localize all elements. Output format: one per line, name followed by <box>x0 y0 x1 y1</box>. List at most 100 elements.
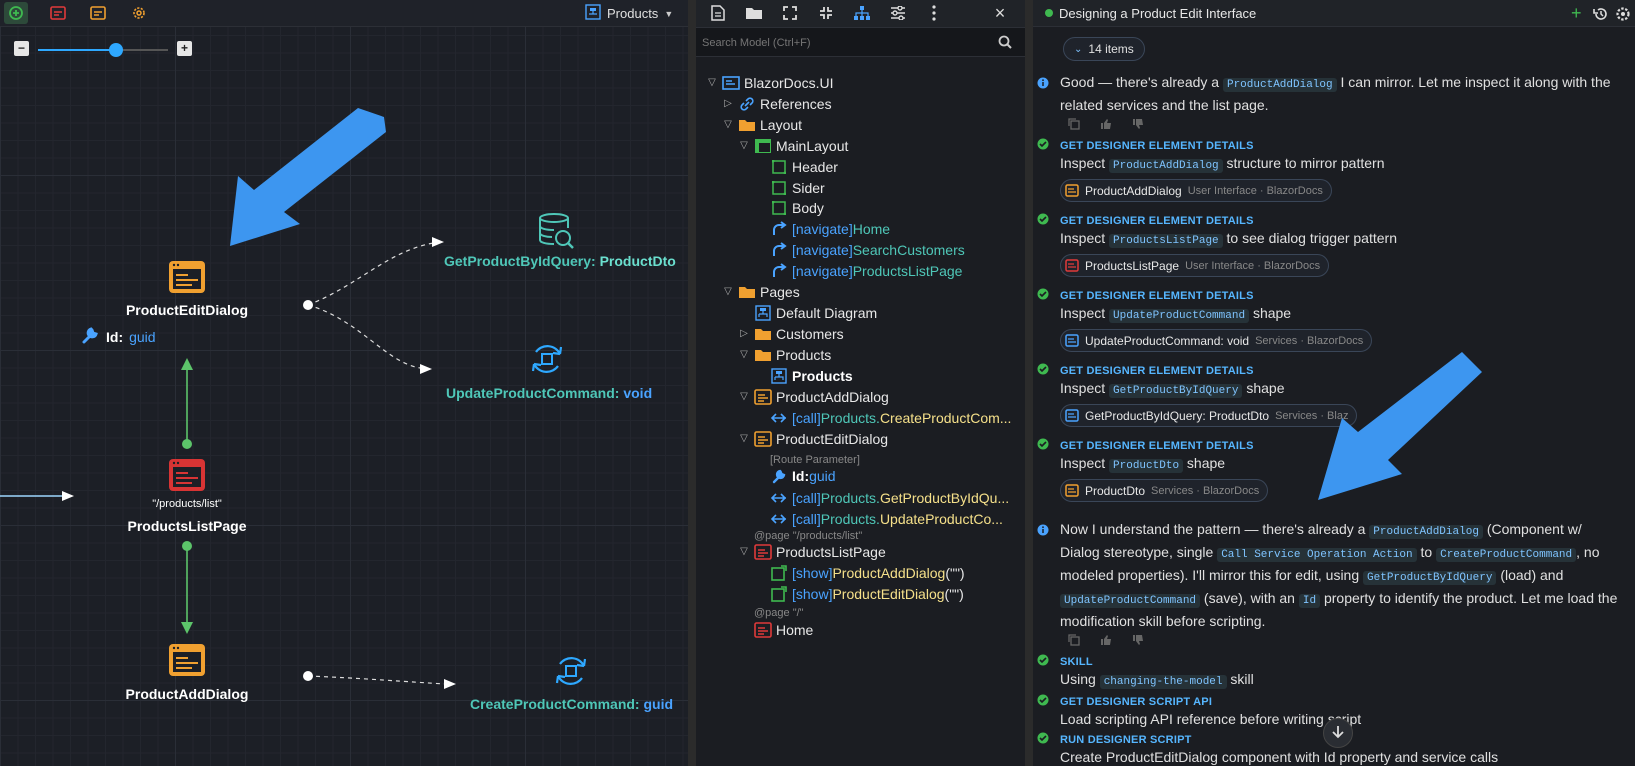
collapsed-arrow-icon[interactable]: ▷ <box>740 328 748 339</box>
nav-icon <box>770 220 788 237</box>
status-dot <box>1045 9 1053 17</box>
expand-icon[interactable] <box>778 2 802 24</box>
page-red-icon[interactable] <box>46 2 70 24</box>
collapse-icon[interactable] <box>814 2 838 24</box>
tree-item[interactable]: ▽BlazorDocs.UI <box>696 72 833 93</box>
tree-item[interactable]: ▽Pages <box>696 281 800 302</box>
diagram-dropdown[interactable]: Products ▼ <box>585 4 673 23</box>
collapsed-arrow-icon[interactable]: ▷ <box>724 98 732 109</box>
expanded-arrow-icon[interactable]: ▽ <box>740 391 748 402</box>
new-chat-icon[interactable]: + <box>1571 3 1582 23</box>
model-search-input[interactable] <box>702 32 982 53</box>
products-list-page-label[interactable]: ProductsListPage <box>127 518 247 534</box>
pane-splitter[interactable] <box>688 0 696 766</box>
tree-item[interactable]: ▽ProductsListPage <box>696 541 886 562</box>
close-icon[interactable]: × <box>994 2 1006 23</box>
tree-item[interactable]: Products <box>696 365 853 386</box>
copy-icon[interactable] <box>1068 634 1080 649</box>
tool-call-title: GET DESIGNER ELEMENT DETAILS <box>1060 215 1254 227</box>
expanded-arrow-icon[interactable]: ▽ <box>740 433 748 444</box>
open-folder-icon[interactable] <box>742 2 766 24</box>
more-options-icon[interactable] <box>922 2 946 24</box>
product-add-dialog-icon[interactable] <box>168 643 206 680</box>
tree-item[interactable]: @page "/products/list" <box>696 525 862 546</box>
tree-item[interactable]: [Route Parameter] <box>696 449 860 470</box>
tree-item[interactable]: [navigate] Home <box>696 218 890 239</box>
expanded-arrow-icon[interactable]: ▽ <box>740 349 748 360</box>
tree-item[interactable]: Sider <box>696 177 825 198</box>
copy-icon[interactable] <box>1068 118 1080 133</box>
zoom-in-button[interactable]: + <box>177 41 192 56</box>
tree-item[interactable]: Id: guid <box>696 465 836 486</box>
tree-item[interactable]: [show] ProductEditDialog("") <box>696 583 964 604</box>
expanded-arrow-icon[interactable]: ▽ <box>740 140 748 151</box>
add-element-icon[interactable] <box>4 2 28 24</box>
diagram-canvas[interactable]: Products ▼ − + ProductEditDialog Id: <box>0 0 688 766</box>
assistant-message-1: Good — there's already a ProductAddDialo… <box>1037 74 1611 92</box>
filter-sliders-icon[interactable] <box>886 2 910 24</box>
tree-item[interactable]: ▽Layout <box>696 114 802 135</box>
items-count-toggle[interactable]: ⌄ 14 items <box>1063 37 1145 61</box>
tree-item[interactable]: [navigate] ProductsListPage <box>696 260 962 281</box>
expanded-arrow-icon[interactable]: ▽ <box>724 119 732 130</box>
product-add-dialog-label[interactable]: ProductAddDialog <box>125 686 249 702</box>
tree-item[interactable]: [call] Products.UpdateProductCo... <box>696 508 1003 529</box>
zoom-slider[interactable] <box>38 43 168 57</box>
tree-item-label: Products <box>776 346 832 363</box>
tree-item-label: Products. <box>820 510 880 527</box>
hierarchy-icon[interactable] <box>850 2 874 24</box>
model-tree-pane: × ▽BlazorDocs.UI▷References▽Layout▽MainL… <box>696 0 1025 766</box>
check-icon <box>1037 212 1049 228</box>
expanded-arrow-icon[interactable]: ▽ <box>708 77 716 88</box>
tree-item[interactable]: Header <box>696 156 838 177</box>
page-orange-icon[interactable] <box>86 2 110 24</box>
settings-gear-icon[interactable] <box>127 2 151 24</box>
pane-splitter[interactable] <box>1025 0 1033 766</box>
tree-item[interactable]: [call] Products.CreateProductCom... <box>696 407 1011 428</box>
tree-item-label: Products <box>792 367 853 384</box>
tool-call-title: GET DESIGNER ELEMENT DETAILS <box>1060 290 1254 302</box>
create-command-node[interactable]: CreateProductCommand: guid <box>470 696 673 712</box>
tree-item[interactable]: [call] Products.GetProductByIdQu... <box>696 487 1009 508</box>
history-icon[interactable] <box>1593 6 1609 25</box>
tool-call-desc: Inspect ProductAddDialog structure to mi… <box>1060 155 1384 173</box>
diagram-icon <box>754 304 772 321</box>
search-icon[interactable] <box>998 35 1012 52</box>
tree-item[interactable]: ▷References <box>696 93 831 114</box>
zoom-slider-handle[interactable] <box>109 43 123 57</box>
tree-item[interactable]: ▷Customers <box>696 323 844 344</box>
tree-item[interactable]: ▽MainLayout <box>696 135 848 156</box>
product-edit-dialog-label[interactable]: ProductEditDialog <box>125 302 249 318</box>
expanded-arrow-icon[interactable]: ▽ <box>740 546 748 557</box>
gear-icon[interactable] <box>1615 6 1631 25</box>
param-name: Id: <box>106 328 124 345</box>
tree-item[interactable]: Body <box>696 197 824 218</box>
scroll-to-bottom-button[interactable] <box>1323 718 1353 748</box>
tree-item[interactable]: ▽ Products <box>696 344 831 365</box>
get-query-node[interactable]: GetProductByIdQuery: ProductDto <box>444 253 676 269</box>
expanded-arrow-icon[interactable]: ▽ <box>724 286 732 297</box>
tree-item[interactable]: @page "/" <box>696 602 804 623</box>
zoom-out-button[interactable]: − <box>14 41 29 56</box>
tree-item[interactable]: [navigate] SearchCustomers <box>696 239 965 260</box>
product-edit-dialog-icon[interactable] <box>168 260 206 297</box>
thumbs-down-icon[interactable] <box>1132 634 1144 649</box>
update-command-node[interactable]: UpdateProductCommand: void <box>446 385 652 401</box>
pill-sub-label: Services · BlazorDocs <box>1151 484 1260 497</box>
tree-item[interactable]: ▽ProductEditDialog <box>696 428 888 449</box>
thumbs-up-icon[interactable] <box>1100 118 1112 133</box>
proj-icon <box>722 75 740 91</box>
products-list-page-icon[interactable] <box>168 458 206 495</box>
tree-item[interactable]: ▽ProductAddDialog <box>696 386 889 407</box>
new-document-icon[interactable] <box>706 2 730 24</box>
tree-item[interactable]: [show] ProductAddDialog("") <box>696 562 965 583</box>
thumbs-up-icon[interactable] <box>1100 634 1112 649</box>
thumbs-down-icon[interactable] <box>1132 118 1144 133</box>
tree-item[interactable]: Home <box>696 619 813 640</box>
tree-item[interactable]: Default Diagram <box>696 302 877 323</box>
